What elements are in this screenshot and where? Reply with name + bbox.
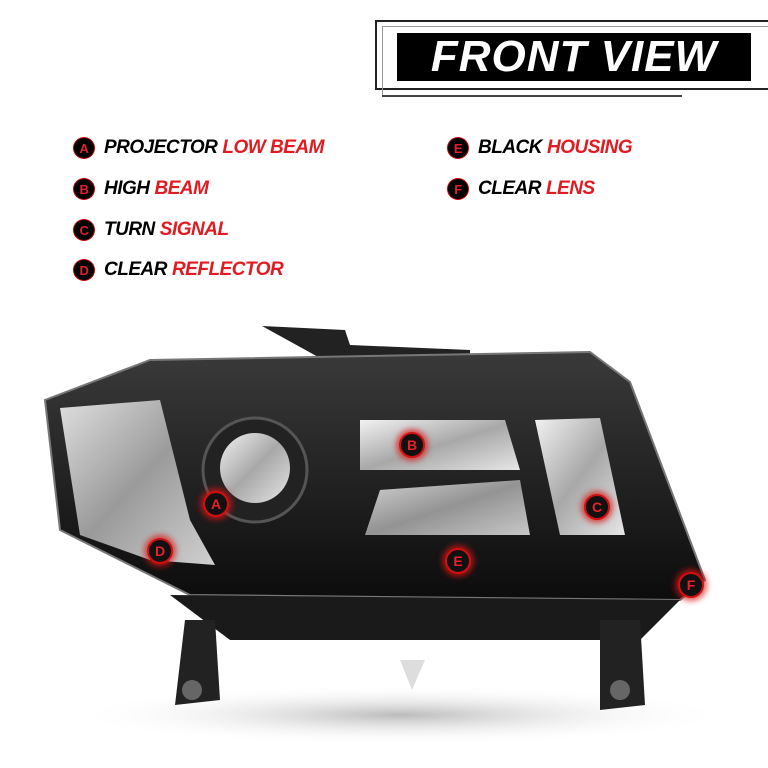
drop-shadow — [70, 685, 730, 745]
projector-lens — [220, 433, 290, 503]
marker-e: E — [445, 548, 471, 574]
badge-c: C — [74, 220, 94, 240]
legend-label: TURN — [104, 219, 155, 240]
marker-c: C — [584, 494, 610, 520]
legend-label: PROJECTOR — [104, 137, 218, 158]
top-bracket — [262, 326, 470, 362]
marker-a: A — [203, 491, 229, 517]
badge-e: E — [448, 138, 468, 158]
marker-f: F — [678, 572, 704, 598]
marker-d: D — [147, 538, 173, 564]
legend-label: HIGH — [104, 178, 150, 199]
badge-f: F — [448, 179, 468, 199]
badge-b: B — [74, 179, 94, 199]
title-underline — [382, 95, 682, 97]
legend-label-accent: BEAM — [154, 178, 209, 199]
title-frame — [375, 20, 768, 90]
legend-label-accent: REFLECTOR — [171, 259, 284, 280]
marker-b: B — [399, 432, 425, 458]
legend-label: CLEAR — [478, 178, 541, 199]
left-mount-hole — [182, 680, 202, 700]
legend-label-accent: LENS — [545, 178, 595, 199]
legend-label-accent: LOW BEAM — [222, 137, 324, 158]
high-beam-reflector — [360, 420, 520, 470]
bottom-tab — [400, 660, 425, 690]
legend-label-accent: HOUSING — [547, 137, 633, 158]
legend-label: BLACK — [478, 137, 543, 158]
badge-d: D — [74, 260, 94, 280]
badge-a: A — [74, 138, 94, 158]
title-frame-inner — [382, 26, 768, 97]
right-mount-hole — [610, 680, 630, 700]
legend-label-accent: SIGNAL — [159, 219, 229, 240]
legend-label: CLEAR — [104, 259, 167, 280]
lower-reflector — [365, 480, 530, 535]
lower-housing — [170, 595, 680, 640]
clear-reflector — [60, 400, 215, 565]
page-title: FRONT VIEW — [397, 33, 751, 81]
